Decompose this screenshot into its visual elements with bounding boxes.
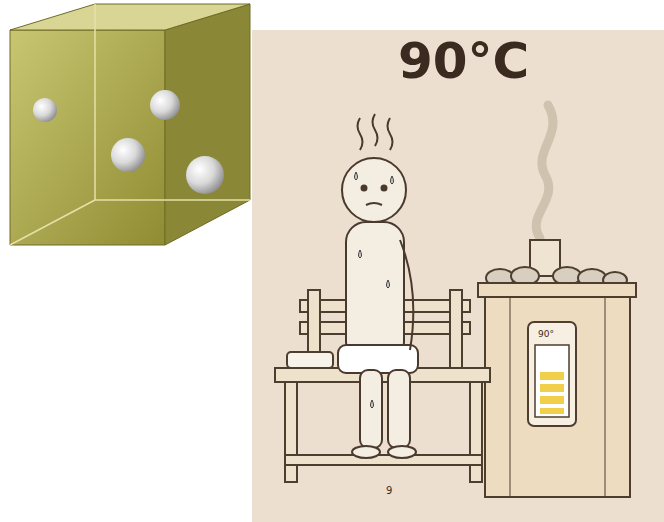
heat-lines: [358, 114, 393, 150]
gauge-window: [535, 345, 569, 417]
bench-rail: [285, 455, 482, 465]
eye: [382, 186, 387, 191]
plank-line: [510, 297, 511, 497]
plank-line: [605, 297, 606, 497]
person: [338, 114, 418, 458]
gas-particle: [150, 90, 180, 120]
cube-inner-edge: [10, 200, 95, 245]
foot: [388, 446, 416, 458]
eye: [362, 186, 367, 191]
bench-leg: [285, 382, 297, 482]
head: [342, 158, 406, 222]
waist-towel: [338, 345, 418, 373]
leg: [360, 370, 382, 448]
bench-leg: [470, 382, 482, 482]
gauge-frame: [528, 322, 576, 426]
arm: [400, 240, 413, 350]
gas-particle: [186, 156, 224, 194]
heater-lid: [478, 283, 636, 297]
sweat-drops: [355, 172, 394, 408]
gauge-reading: 90°: [538, 330, 554, 339]
cube-front-face: [10, 30, 165, 245]
gas-cube: [10, 4, 250, 245]
torso: [346, 222, 404, 362]
towel: [287, 352, 333, 368]
bench-post: [450, 290, 462, 370]
gauge-bar: [540, 396, 564, 404]
mouth: [366, 203, 382, 205]
heater-body: [485, 297, 630, 497]
cube-top-face: [10, 4, 250, 30]
gauge-bar: [540, 384, 564, 392]
gauge-bar: [540, 372, 564, 380]
temperature-heading: 90°C: [398, 36, 529, 86]
page-number: 9: [386, 486, 392, 496]
foot: [352, 446, 380, 458]
gas-particle: [111, 138, 145, 172]
gas-particle: [33, 98, 57, 122]
steam: [536, 105, 553, 238]
gauge-bar: [540, 408, 564, 414]
leg: [388, 370, 410, 448]
sauna-heater: [478, 105, 636, 497]
sauna-panel: [252, 30, 664, 522]
cube-inner-edge: [95, 4, 250, 200]
cube-side-face: [165, 4, 250, 245]
